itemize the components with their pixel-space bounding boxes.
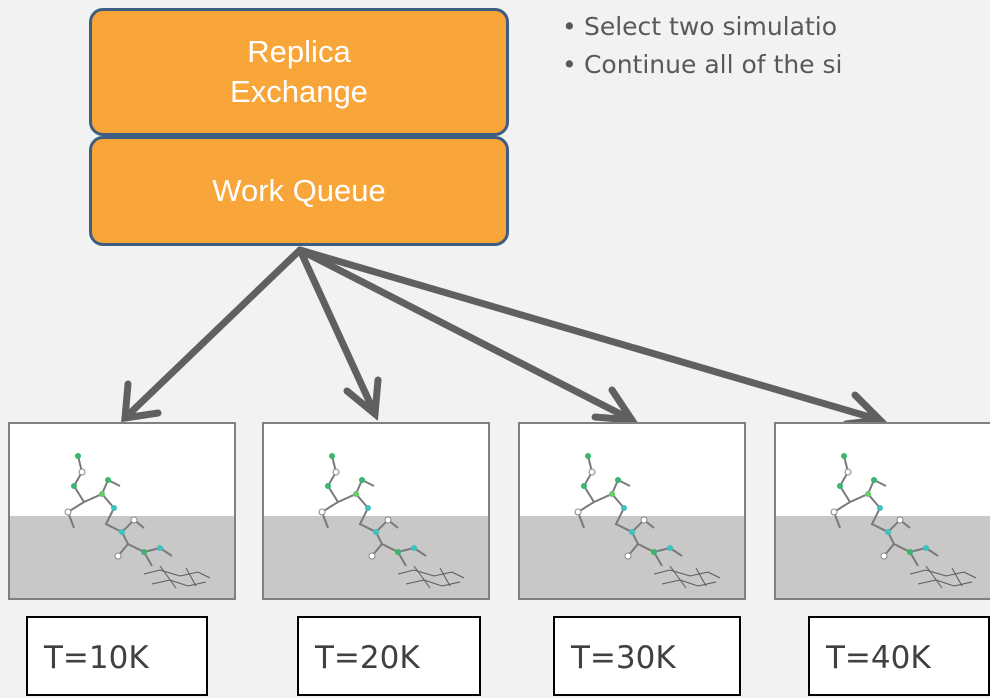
molecule-image xyxy=(318,453,465,589)
arrowhead-replica-3 xyxy=(591,386,639,425)
replica-panel-2 xyxy=(262,422,490,600)
molecule-image xyxy=(64,453,211,589)
bullet-text: Select two simulatio xyxy=(583,12,837,41)
replica-exchange-line2: Exchange xyxy=(230,74,368,109)
arrow-to-replica-3 xyxy=(296,246,636,424)
replica-exchange-box: Replica Exchange xyxy=(89,8,509,136)
bullet-item: • Select two simulatio xyxy=(562,12,837,41)
bullet-text: Continue all of the si xyxy=(583,50,843,79)
temperature-label-4: T=40K xyxy=(808,616,990,696)
temperature-label-2: T=20K xyxy=(297,616,481,696)
replica-panel-1 xyxy=(8,422,236,600)
arrow-to-replica-4 xyxy=(296,246,884,424)
replica-exchange-line1: Replica xyxy=(247,34,351,69)
arrowhead-replica-1 xyxy=(121,380,162,423)
replica-panel-4 xyxy=(774,422,990,600)
arrowhead-replica-2 xyxy=(343,376,382,421)
replica-panel-3 xyxy=(518,422,746,600)
arrow-to-replica-1 xyxy=(121,246,304,422)
molecule-image xyxy=(830,453,977,589)
work-queue-box: Work Queue xyxy=(89,136,509,246)
bullet-list: • Select two simulatio • Continue all of… xyxy=(562,8,990,84)
work-queue-label: Work Queue xyxy=(212,173,386,208)
temperature-label-1: T=10K xyxy=(26,616,208,696)
temperature-label-3: T=30K xyxy=(553,616,741,696)
molecule-image xyxy=(574,453,721,589)
arrow-to-replica-2 xyxy=(296,246,379,418)
bullet-item: • Continue all of the si xyxy=(562,50,843,79)
